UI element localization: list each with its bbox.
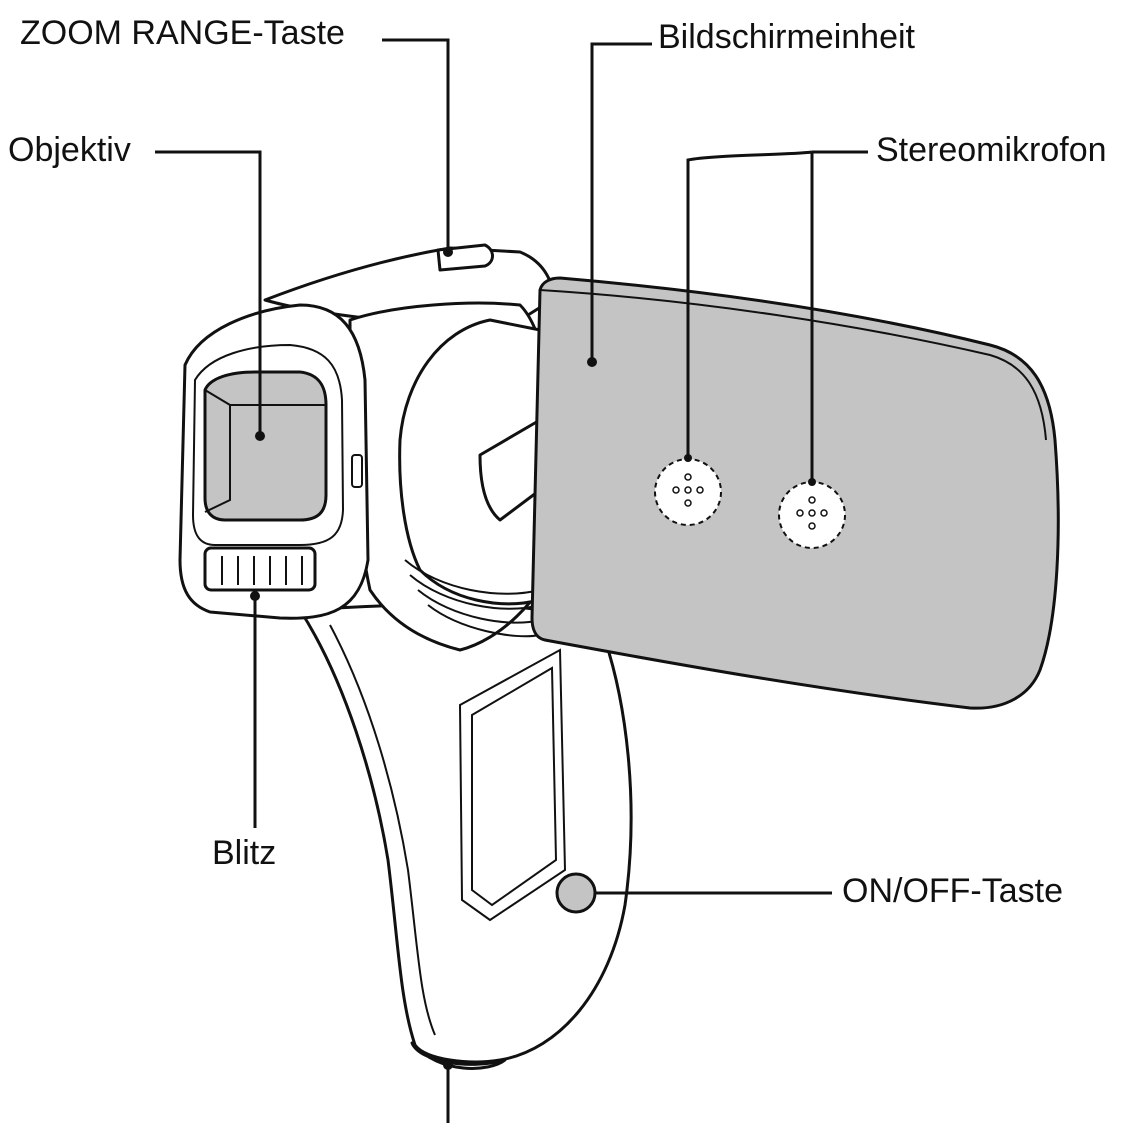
dot-screen-unit [587,357,597,367]
stereo-mic-right [779,482,845,548]
label-stereo-mic: Stereomikrofon [876,131,1107,169]
dot-bottom [443,1060,453,1070]
lens-glass [205,372,326,520]
dot-zoom-range [443,247,453,257]
dot-mic-left [684,454,692,462]
dot-lens [255,431,265,441]
leader-zoom-range [382,40,448,252]
dot-mic-right [808,478,816,486]
stereo-mic-left [655,459,721,525]
power-button [557,874,595,912]
label-flash: Blitz [212,834,276,872]
label-power: ON/OFF-Taste [842,872,1063,910]
label-screen-unit: Bildschirmeinheit [658,18,916,56]
camcorder-grip [300,604,631,1061]
flash-grille [205,548,315,590]
label-zoom-range: ZOOM RANGE-Taste [20,14,345,52]
label-lens: Objektiv [8,131,131,169]
dot-flash [250,591,260,601]
